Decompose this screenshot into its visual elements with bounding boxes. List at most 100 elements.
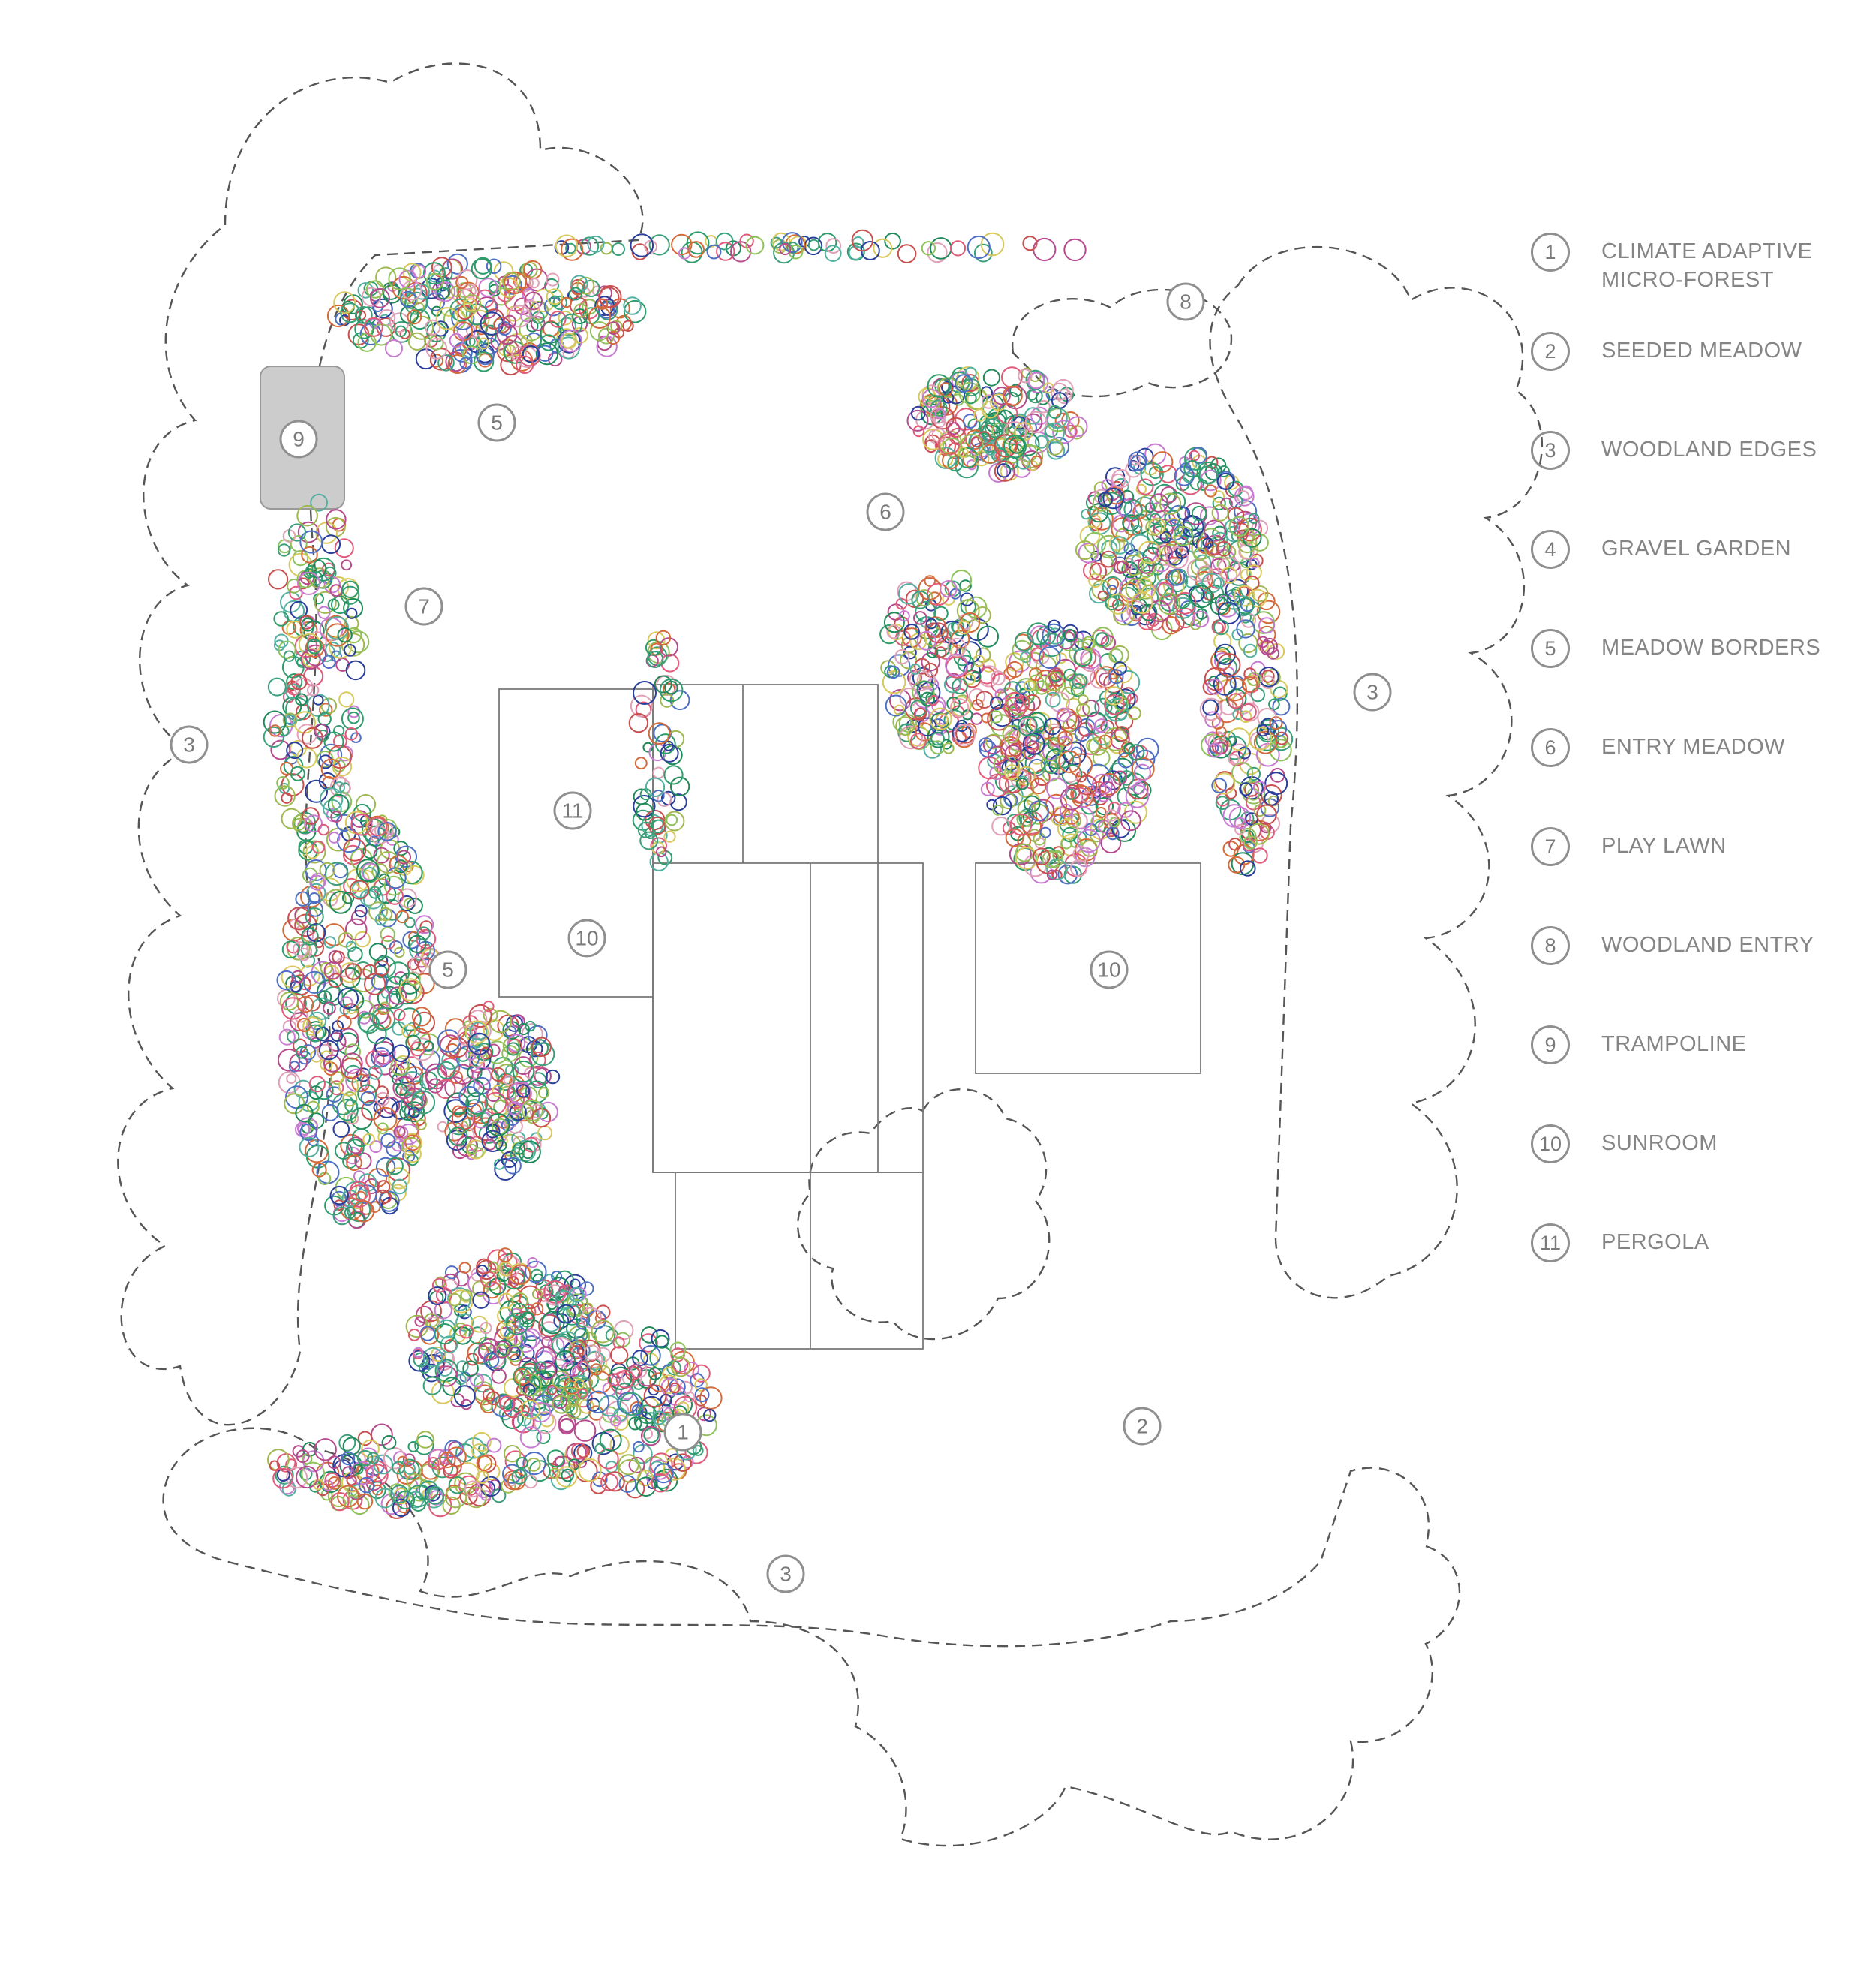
plant-symbol xyxy=(528,1065,549,1086)
plant-symbol xyxy=(299,1123,317,1142)
plant-symbol xyxy=(344,644,356,657)
plant-symbol xyxy=(511,346,527,363)
plant-symbol xyxy=(990,670,1006,686)
plant-symbol xyxy=(1156,578,1174,597)
plant-symbol xyxy=(344,615,359,632)
plant-symbol xyxy=(502,272,521,291)
plant-symbol xyxy=(283,650,296,662)
plant-symbol xyxy=(1033,847,1051,866)
plant-symbol xyxy=(1015,847,1039,870)
plant-symbol xyxy=(1248,727,1273,751)
plant-symbol xyxy=(1037,399,1051,414)
plant-symbol xyxy=(370,287,390,308)
plant-symbol xyxy=(1052,420,1076,444)
plant-symbol xyxy=(1246,794,1261,811)
plant-symbol xyxy=(572,308,588,325)
plant-symbol xyxy=(286,939,301,954)
plant-symbol xyxy=(472,1280,489,1297)
plan-label-meadow-border-north: 5 xyxy=(477,403,516,442)
plant-symbol xyxy=(807,239,820,251)
plant-symbol xyxy=(953,724,976,746)
plant-symbol xyxy=(1026,740,1039,754)
plant-symbol xyxy=(373,847,390,864)
plant-symbol xyxy=(332,1206,352,1226)
plant-symbol xyxy=(591,1320,615,1344)
plant-symbol xyxy=(604,1471,625,1492)
plant-symbol xyxy=(323,961,342,980)
plant-symbol xyxy=(927,622,949,644)
plant-symbol xyxy=(1199,697,1223,721)
plant-symbol xyxy=(290,673,308,691)
plant-symbol xyxy=(565,242,576,254)
plant-symbol xyxy=(498,1247,513,1262)
plant-symbol xyxy=(1215,796,1230,810)
legend-number: 6 xyxy=(1531,728,1570,767)
plant-symbol xyxy=(555,1466,578,1488)
plant-symbol xyxy=(1086,738,1100,753)
plant-symbol xyxy=(274,785,296,807)
plant-symbol xyxy=(925,622,941,639)
plant-symbol xyxy=(633,1440,645,1453)
plant-symbol xyxy=(374,1053,396,1076)
plant-symbol xyxy=(517,1022,530,1036)
plant-symbol xyxy=(338,1076,359,1097)
plant-symbol xyxy=(281,997,305,1020)
plant-symbol xyxy=(914,658,930,675)
plant-symbol xyxy=(1253,804,1267,817)
plant-symbol xyxy=(1094,718,1109,733)
plant-symbol xyxy=(288,1061,301,1073)
plant-symbol xyxy=(504,271,527,295)
legend-number: 5 xyxy=(1531,629,1570,668)
plant-symbol xyxy=(306,1024,325,1043)
plant-symbol xyxy=(605,1461,618,1473)
legend-label: WOODLAND ENTRY xyxy=(1601,933,1814,957)
plant-symbol xyxy=(955,374,973,393)
plant-symbol xyxy=(534,1067,552,1085)
plant-symbol xyxy=(1252,781,1267,794)
plant-symbol xyxy=(327,793,350,816)
plant-symbol xyxy=(320,961,333,975)
pergola-structure xyxy=(498,688,654,998)
plan-label-number: 8 xyxy=(1180,290,1192,314)
plant-symbol xyxy=(648,1367,662,1380)
plant-symbol xyxy=(952,722,972,742)
plant-symbol xyxy=(450,285,462,297)
plant-symbol xyxy=(1074,726,1090,742)
plant-symbol xyxy=(906,409,929,432)
plant-symbol xyxy=(442,1496,461,1515)
plant-symbol xyxy=(1213,632,1232,651)
plant-symbol xyxy=(269,714,293,738)
plant-symbol xyxy=(597,1448,619,1470)
plant-symbol xyxy=(483,1352,500,1368)
plant-symbol xyxy=(1039,633,1064,658)
plant-symbol xyxy=(949,698,970,718)
plant-symbol xyxy=(414,1435,434,1455)
plant-symbol xyxy=(466,1353,480,1366)
plant-symbol xyxy=(1141,558,1157,575)
plant-symbol xyxy=(1017,799,1036,818)
plant-symbol xyxy=(992,387,1011,405)
plant-symbol xyxy=(990,696,1004,711)
plant-symbol xyxy=(1136,577,1153,593)
plant-symbol xyxy=(1175,477,1190,492)
plant-symbol xyxy=(424,1485,441,1502)
plant-symbol xyxy=(1111,536,1129,555)
plant-symbol xyxy=(1264,772,1288,796)
plant-symbol xyxy=(392,1178,408,1195)
plant-symbol xyxy=(510,1264,531,1285)
plant-symbol xyxy=(648,722,671,745)
plant-symbol xyxy=(1198,465,1218,485)
plant-symbol xyxy=(301,618,315,632)
sunroom-structure xyxy=(975,862,1201,1074)
plant-symbol xyxy=(531,1302,544,1316)
plant-symbol xyxy=(921,651,940,672)
legend-label: PLAY LAWN xyxy=(1601,834,1727,858)
plant-symbol xyxy=(473,1374,492,1393)
plant-symbol xyxy=(527,1257,539,1268)
plant-symbol xyxy=(1129,454,1141,466)
plant-symbol xyxy=(599,1412,620,1433)
plant-symbol xyxy=(1236,619,1255,639)
plant-symbol xyxy=(385,339,403,357)
north-woodland-boundary xyxy=(1011,288,1233,398)
plant-symbol xyxy=(1269,739,1292,762)
